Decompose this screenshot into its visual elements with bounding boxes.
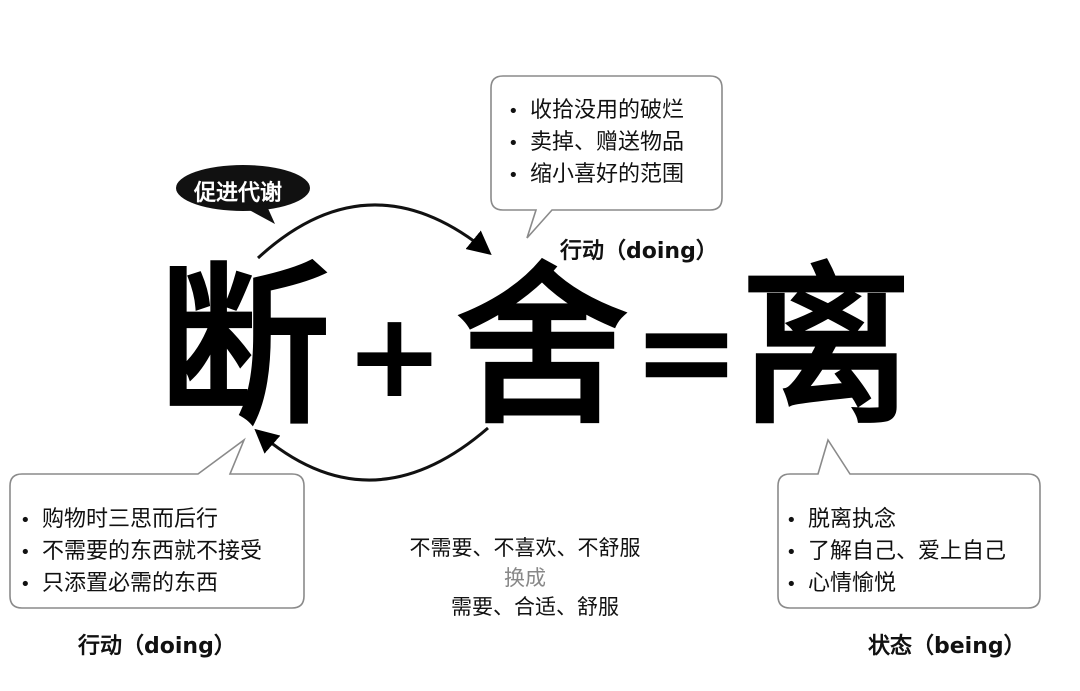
list-item: •只添置必需的东西 bbox=[20, 568, 262, 600]
equation-plus: + bbox=[345, 286, 444, 424]
list-item: •脱离执念 bbox=[786, 504, 1006, 536]
equation-equals: = bbox=[632, 275, 741, 427]
equation-term-she: 舍 bbox=[456, 247, 628, 448]
list-item: •了解自己、爱上自己 bbox=[786, 536, 1006, 568]
bullet-icon: • bbox=[20, 510, 31, 531]
right-caption: 状态（being） bbox=[868, 634, 1026, 659]
bullet-icon: • bbox=[786, 542, 797, 563]
list-item: •心情愉悦 bbox=[786, 568, 1006, 600]
speech-tag-text: 促进代谢 bbox=[194, 181, 283, 206]
right-bubble-outline bbox=[777, 438, 1041, 609]
bullet-icon: • bbox=[508, 133, 519, 154]
lower-arrow bbox=[254, 426, 489, 482]
center-line-2: 换成 bbox=[504, 566, 546, 590]
right-bubble-list: •脱离执念 •了解自己、爱上自己 •心情愉悦 bbox=[786, 504, 1006, 600]
bullet-icon: • bbox=[20, 542, 31, 563]
bullet-icon: • bbox=[786, 510, 797, 531]
top-bubble-list: •收拾没用的破烂 •卖掉、赠送物品 •缩小喜好的范围 bbox=[508, 95, 684, 191]
bullet-icon: • bbox=[786, 574, 797, 595]
upper-arrow bbox=[256, 203, 492, 260]
bullet-icon: • bbox=[20, 574, 31, 595]
equation-result-li: 离 bbox=[740, 247, 912, 448]
list-item: •购物时三思而后行 bbox=[20, 504, 262, 536]
center-line-3: 需要、合适、舒服 bbox=[451, 595, 619, 619]
top-bubble-outline bbox=[490, 75, 723, 239]
equation-term-duan: 断 bbox=[158, 247, 330, 448]
list-item: •不需要的东西就不接受 bbox=[20, 536, 262, 568]
bullet-icon: • bbox=[508, 165, 519, 186]
list-item: •缩小喜好的范围 bbox=[508, 159, 684, 191]
left-bubble-outline bbox=[9, 437, 305, 609]
bullet-icon: • bbox=[508, 101, 519, 122]
speech-tag-shape bbox=[176, 165, 310, 211]
list-item: •卖掉、赠送物品 bbox=[508, 127, 684, 159]
center-line-1: 不需要、不喜欢、不舒服 bbox=[409, 536, 641, 560]
list-item: •收拾没用的破烂 bbox=[508, 95, 684, 127]
speech-tag-tail bbox=[240, 204, 275, 224]
left-caption: 行动（doing） bbox=[78, 634, 236, 659]
left-bubble-list: •购物时三思而后行 •不需要的东西就不接受 •只添置必需的东西 bbox=[20, 504, 262, 600]
top-caption: 行动（doing） bbox=[560, 239, 718, 264]
